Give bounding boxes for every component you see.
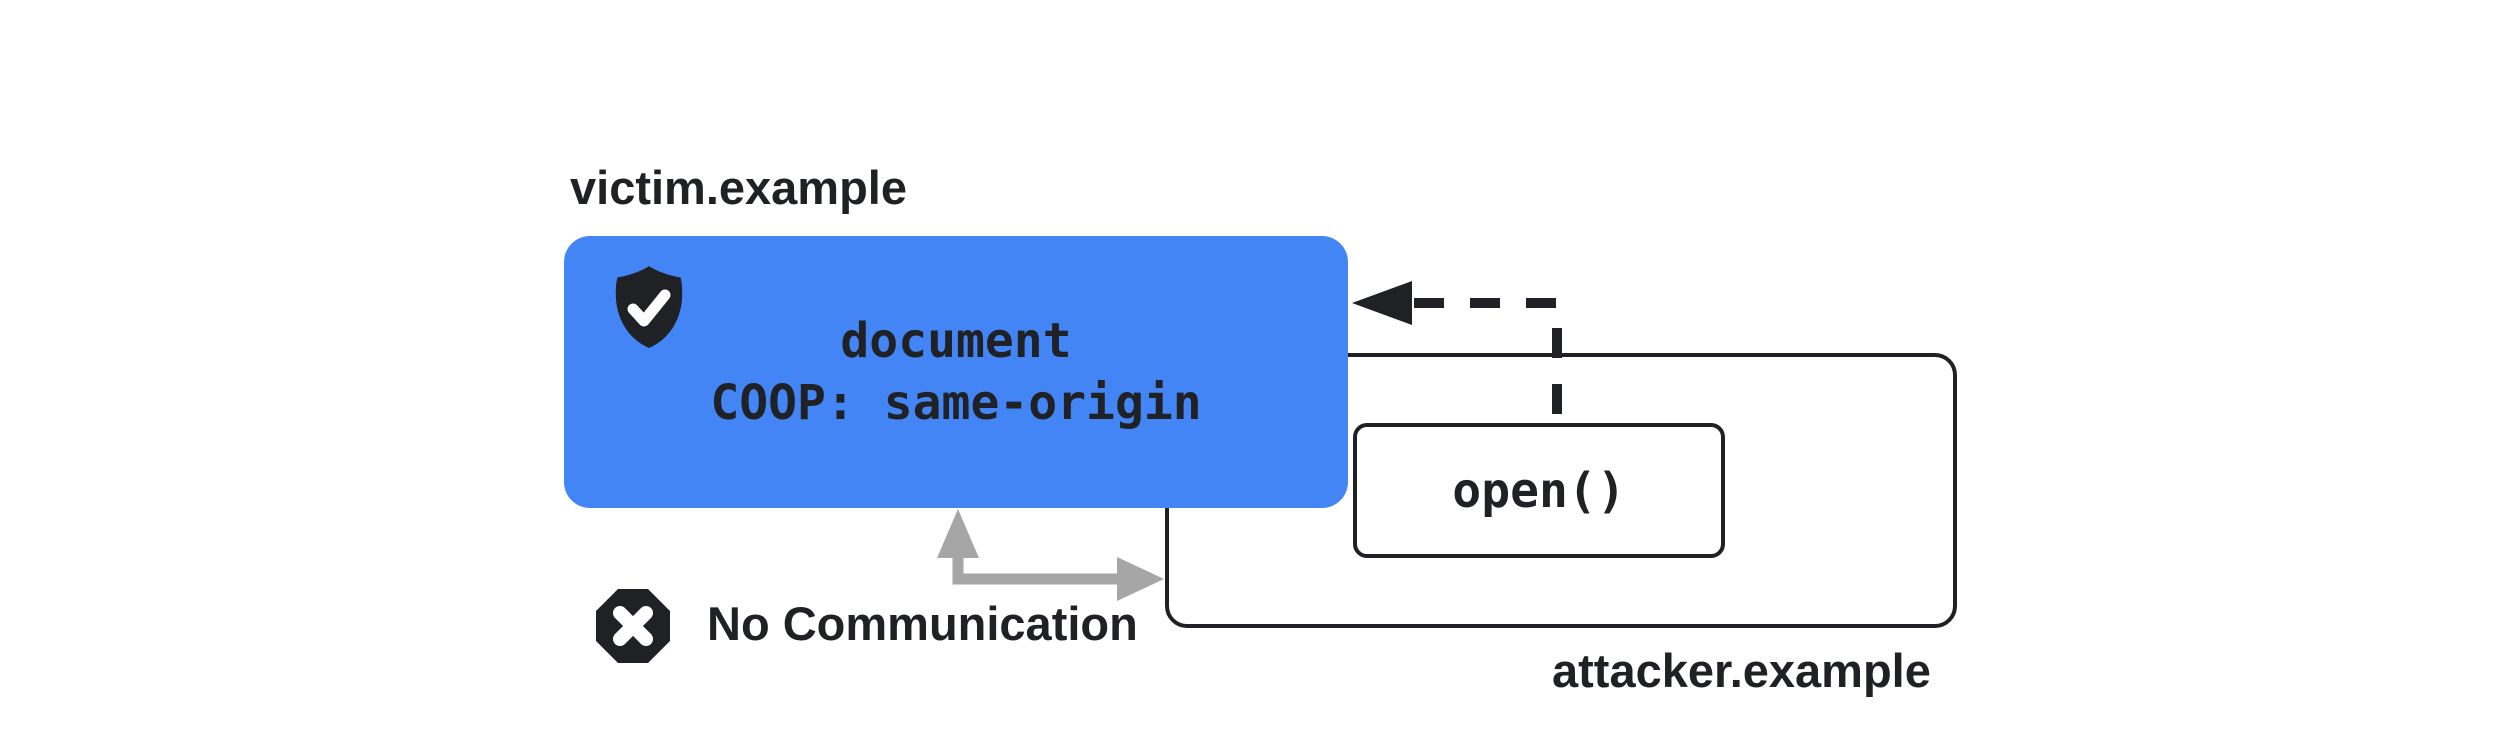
shield-check-icon xyxy=(615,266,683,348)
dashed-arrowhead-icon xyxy=(1352,281,1412,325)
victim-coop-header: COOP: same-origin xyxy=(710,375,1202,431)
attacker-domain-label: attacker.example xyxy=(1552,644,1931,697)
open-call-box: open() xyxy=(1353,423,1725,558)
blocked-communication-arrow xyxy=(937,509,1164,601)
right-arrowhead-icon xyxy=(1117,557,1164,601)
up-arrowhead-icon xyxy=(937,509,979,558)
victim-window-title: document xyxy=(840,313,1072,369)
victim-document-window: document COOP: same-origin xyxy=(564,236,1348,508)
blocked-x-icon xyxy=(596,589,670,663)
open-call-label: open() xyxy=(1452,462,1626,519)
no-communication-label: No Communication xyxy=(707,597,1138,650)
victim-domain-label: victim.example xyxy=(570,161,908,214)
